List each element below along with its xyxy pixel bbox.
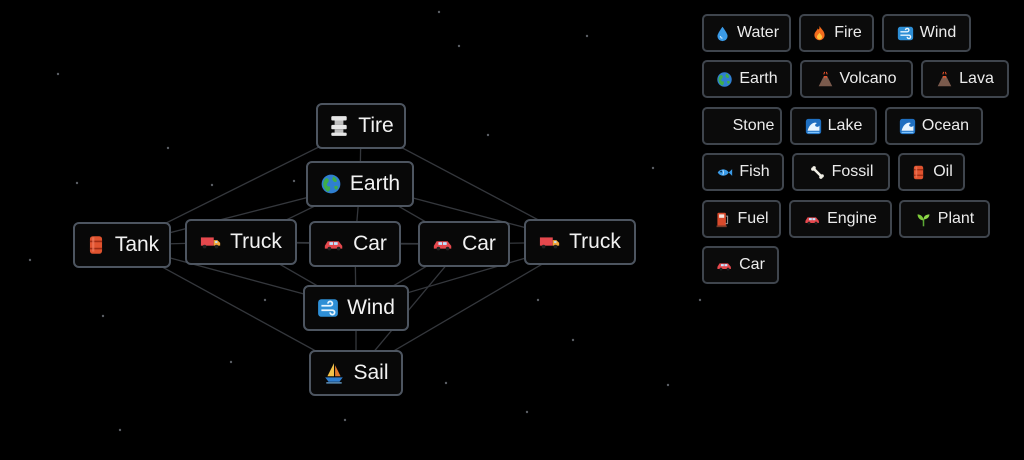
inventory-item-fuel[interactable]: Fuel [702,200,781,238]
inventory-item-ocean[interactable]: Ocean [885,107,983,145]
inventory-item-wind[interactable]: Wind [882,14,971,52]
canvas-element-label: Wind [347,296,395,319]
canvas-element-label: Car [462,232,496,255]
inventory-item-label: Lake [827,117,863,134]
inventory-item-oil[interactable]: Oil [898,153,965,191]
canvas-element-label: Tank [114,233,160,256]
inventory-item-label: Fish [739,163,770,180]
star-dot [292,179,296,183]
inventory-item-label: Car [739,256,765,273]
star-dot [343,418,347,422]
stone-icon [710,118,727,135]
inventory-item-label: Oil [933,163,953,180]
star-dot [437,10,441,14]
volcano-icon [817,71,834,88]
star-dot [444,381,448,385]
canvas-element-wind[interactable]: Wind [303,285,409,331]
star-dot [698,298,702,302]
canvas-element-tire[interactable]: Tire [316,103,406,149]
tire-icon [328,115,350,137]
sailboat-icon [323,362,345,384]
inventory-item-label: Stone [732,117,775,134]
canvas-element-sail[interactable]: Sail [309,350,403,396]
star-dot [651,166,655,170]
star-dot [28,258,32,262]
star-dot [486,133,490,137]
inventory-item-label: Fire [834,24,862,41]
star-dot [585,34,589,38]
star-dot [229,360,233,364]
star-dot [56,72,60,76]
canvas-element-label: Truck [230,230,282,253]
canvas-element-label: Earth [349,172,401,195]
canvas-element-car[interactable]: Car [309,221,401,267]
wind-icon [897,25,914,42]
canvas-element-car[interactable]: Car [418,221,510,267]
canvas-element-label: Car [353,232,387,255]
star-dot [571,338,575,342]
inventory-item-water[interactable]: Water [702,14,791,52]
oil-barrel-icon [910,164,927,181]
oil-barrel-icon [85,234,107,256]
earth-icon [320,173,342,195]
inventory-item-label: Lava [959,70,994,87]
inventory-item-lava[interactable]: Lava [921,60,1009,98]
star-dot [666,383,670,387]
water-drop-icon [714,25,731,42]
fuel-pump-icon [714,211,731,228]
truck-icon [539,231,561,253]
star-dot [525,410,529,414]
inventory-item-fish[interactable]: Fish [702,153,784,191]
inventory-item-fossil[interactable]: Fossil [792,153,890,191]
seedling-icon [915,211,932,228]
car-icon [804,211,821,228]
canvas-element-truck[interactable]: Truck [524,219,636,265]
star-dot [101,314,105,318]
car-icon [716,257,733,274]
inventory-item-label: Earth [739,70,778,87]
inventory-item-label: Fuel [737,210,769,227]
fire-icon [811,25,828,42]
canvas-element-tank[interactable]: Tank [73,222,171,268]
inventory-item-earth[interactable]: Earth [702,60,792,98]
inventory-item-engine[interactable]: Engine [789,200,892,238]
inventory-item-label: Engine [827,210,877,227]
canvas-element-label: Truck [569,230,621,253]
inventory-item-fire[interactable]: Fire [799,14,874,52]
car-icon [323,233,345,255]
inventory-item-lake[interactable]: Lake [790,107,877,145]
canvas-element-label: Tire [358,114,394,137]
star-dot [536,298,540,302]
inventory-item-label: Water [736,24,780,41]
canvas-element-truck[interactable]: Truck [185,219,297,265]
inventory-item-stone[interactable]: Stone [702,107,782,145]
wind-icon [317,297,339,319]
inventory-item-volcano[interactable]: Volcano [800,60,913,98]
truck-icon [200,231,222,253]
star-dot [75,181,79,185]
star-dot [166,146,170,150]
car-icon [432,233,454,255]
inventory-item-label: Fossil [831,163,874,180]
inventory-item-plant[interactable]: Plant [899,200,990,238]
canvas-element-earth[interactable]: Earth [306,161,414,207]
volcano-icon [936,71,953,88]
wave-icon [899,118,916,135]
earth-icon [716,71,733,88]
star-dot [263,298,267,302]
inventory-item-label: Ocean [921,117,970,134]
inventory-item-label: Wind [919,24,957,41]
canvas-element-label: Sail [353,361,389,384]
fish-icon [716,164,733,181]
star-dot [457,44,461,48]
inventory-item-label: Plant [937,210,975,227]
bone-icon [809,164,826,181]
wave-icon [805,118,822,135]
inventory-item-label: Volcano [839,70,897,87]
inventory-item-car[interactable]: Car [702,246,779,284]
star-dot [118,428,122,432]
star-dot [210,183,214,187]
